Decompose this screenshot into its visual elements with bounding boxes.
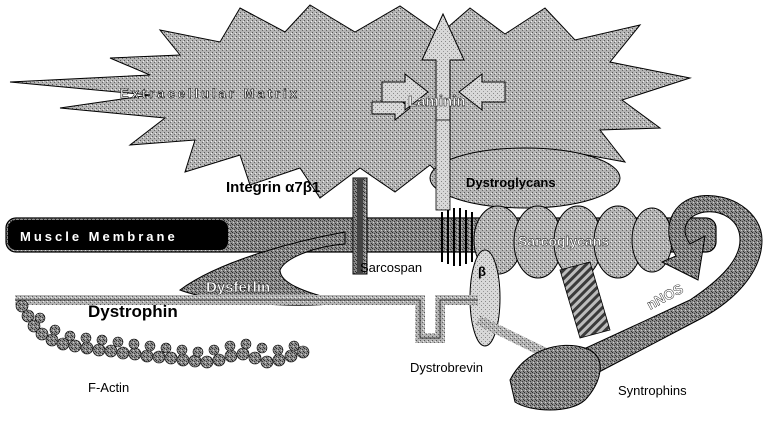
dystroglycans-label: Dystroglycans — [466, 175, 556, 190]
muscle-membrane-label: Muscle Membrane — [20, 229, 178, 244]
dystroglycan-stalk — [436, 120, 450, 210]
integrin-label: Integrin α7β1 — [226, 179, 320, 196]
f-actin-label: F-Actin — [88, 380, 129, 395]
integrin-label-prefix: Integrin — [226, 179, 285, 196]
dystrobrevin-label: Dystrobrevin — [410, 360, 483, 375]
dystrophin-connector — [15, 300, 478, 338]
sarcoglycans-label: Sarcoglycans — [518, 233, 609, 249]
dystrophin-label: Dystrophin — [88, 302, 178, 321]
laminin-label: Laminin — [408, 93, 466, 110]
syntrophins-label: Syntrophins — [618, 383, 687, 398]
dysferlin-label: Dysferlin — [206, 279, 270, 296]
integrin-label-subtype: α7β1 — [285, 179, 320, 196]
dystrobrevin-shape — [560, 262, 610, 338]
beta-label: β — [478, 264, 486, 279]
sarcospan-label: Sarcospan — [360, 260, 422, 275]
extracellular-matrix-label: Extracellular Matrix — [120, 86, 300, 101]
syntrophins-shape — [510, 345, 600, 410]
